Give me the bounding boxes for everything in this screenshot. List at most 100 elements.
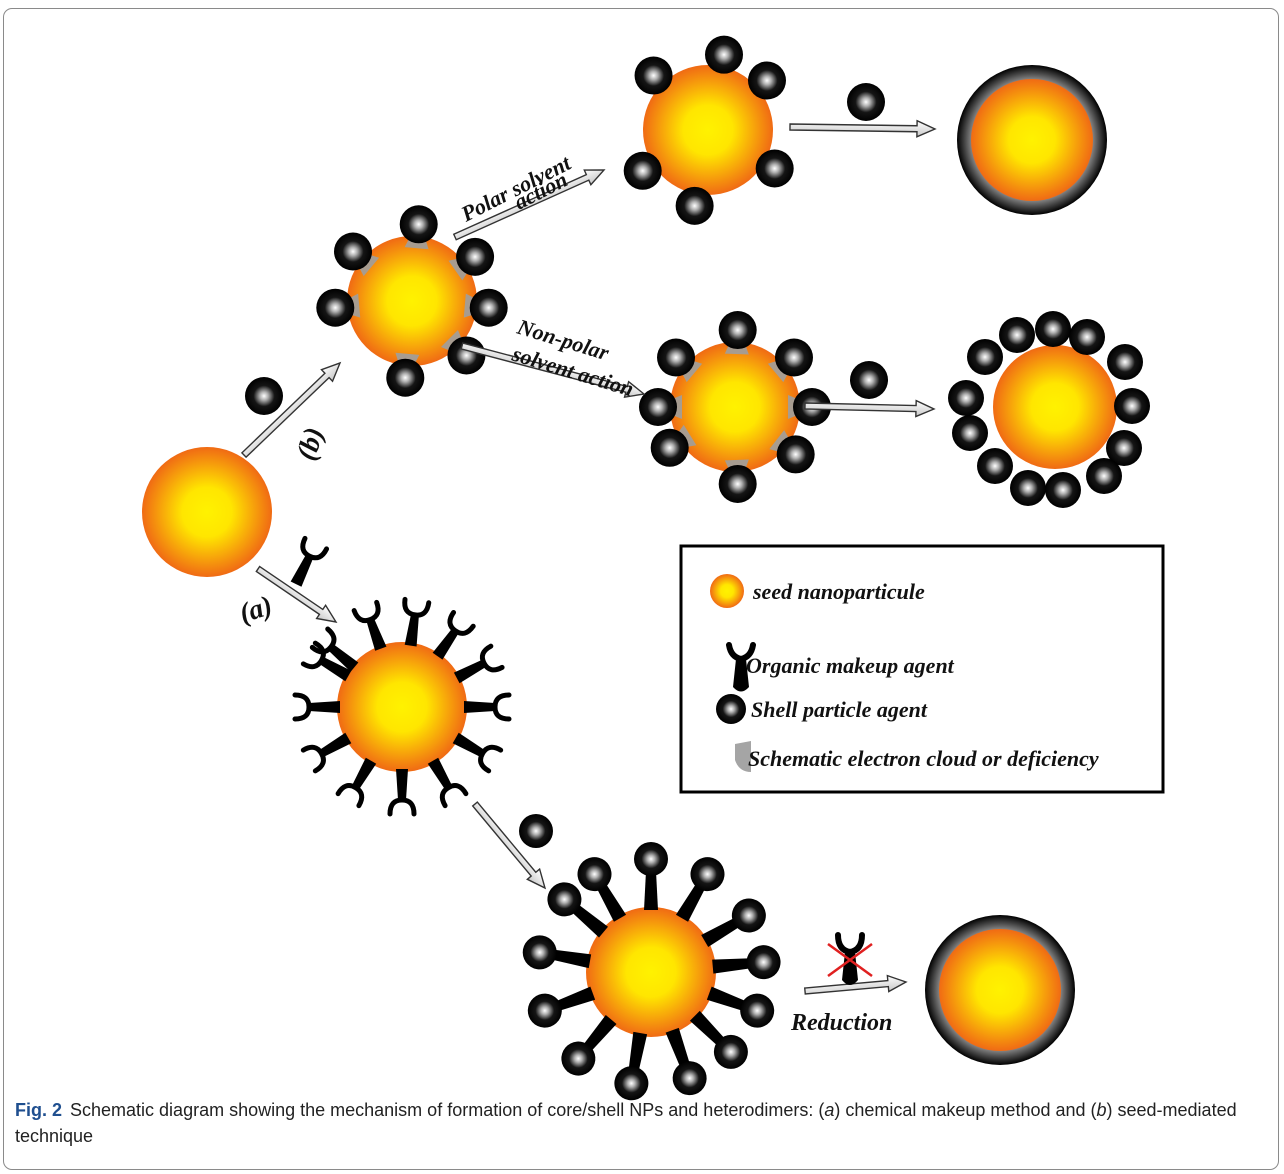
b-intermediate-shell-particle — [456, 237, 495, 276]
capped-seed-core — [337, 642, 467, 772]
shell-particle-reagent — [245, 377, 283, 415]
shell-particle-reagent — [519, 814, 553, 848]
organic-linked-shell — [522, 935, 592, 970]
organic-linked-shell — [527, 986, 596, 1028]
b-intermediate-shell-particle — [386, 358, 425, 397]
figure-frame — [3, 8, 1279, 1170]
organic-linked-shell — [712, 945, 781, 980]
shell-particle-reagent — [850, 361, 888, 399]
label-path-b: (b) — [291, 424, 330, 464]
organic-linked-shell — [689, 1010, 748, 1069]
legend-seed-icon — [710, 574, 744, 608]
organic-agent — [300, 640, 352, 682]
crossed-agent-icon — [827, 932, 873, 985]
dimer-shell-particle — [999, 317, 1035, 353]
caption-a: a — [824, 1100, 835, 1120]
organic-linked-shell — [701, 898, 766, 948]
b-intermediate-shell-particle — [334, 232, 373, 271]
b-intermediate-core — [347, 236, 477, 366]
organic-agent — [335, 757, 377, 809]
polar-intermediate-shell-particle — [755, 149, 794, 188]
nonpolar-intermediate-core — [670, 342, 800, 472]
nonpolar-intermediate-shell-particle — [639, 388, 677, 426]
nonpolar-intermediate-shell-particle — [718, 311, 757, 350]
organic-agent — [432, 609, 476, 660]
polar-intermediate-shell-particle — [675, 186, 714, 225]
dimer-shell-particle — [952, 415, 988, 451]
organic-linked-shell — [614, 1031, 649, 1101]
dimer-shell-particle — [1106, 430, 1142, 466]
arrow-to-capped-seed — [255, 565, 338, 623]
polar-intermediate-core — [643, 65, 773, 195]
label-reduction: Reduction — [790, 1010, 892, 1036]
organic-agent — [453, 643, 505, 684]
caption-figure-number: Fig. 2 — [15, 1100, 63, 1120]
nonpolar-intermediate-shell-particle — [776, 435, 815, 474]
legend-shell-icon — [716, 694, 746, 724]
organic-linked-shell — [634, 842, 668, 910]
dimer-shell-particle — [1010, 470, 1046, 506]
caption-text-1: Schematic diagram showing the mechanism … — [70, 1100, 825, 1120]
b-intermediate-shell-particle — [447, 336, 486, 375]
nonpolar-intermediate-shell-particle — [774, 338, 813, 377]
organic-agent — [309, 626, 359, 672]
dimer-shell-particle — [1114, 388, 1150, 424]
coreshell-core-top — [971, 79, 1093, 201]
nonpolar-intermediate-shell-particle — [718, 464, 757, 503]
shell-particle-reagent — [847, 83, 885, 121]
organic-agent — [300, 732, 352, 774]
dimer-shell-particle — [1035, 311, 1071, 347]
dimer-shell-particle — [1045, 472, 1081, 508]
polar-intermediate-shell-particle — [623, 151, 662, 190]
dimer-shell-particle — [1086, 458, 1122, 494]
organic-linked-shell — [665, 1027, 707, 1096]
organic-agent-reagent — [290, 535, 330, 587]
legend-organic-label: Organic makeup agent — [746, 653, 955, 678]
b-intermediate-shell-particle — [316, 288, 355, 327]
polar-intermediate-shell-particle — [705, 35, 744, 74]
legend-shell-label: Shell particle agent — [751, 697, 928, 722]
legend-cloud-icon — [735, 741, 751, 772]
label-path-a: (a) — [236, 590, 277, 630]
legend-box — [679, 544, 1165, 794]
organic-linked-shell — [675, 857, 725, 922]
dimer-shell-particle — [948, 380, 984, 416]
b-intermediate-shell-particle — [399, 205, 438, 244]
seed-nanoparticle — [142, 447, 272, 577]
nonpolar-intermediate-shell-particle — [650, 428, 689, 467]
dimer-core — [993, 345, 1117, 469]
b-intermediate-shell-particle — [469, 288, 508, 327]
organic-linked-shell — [547, 882, 609, 938]
arrow-nonpolar — [460, 342, 646, 399]
organic-agent — [402, 596, 432, 647]
dimer-shell-particle — [967, 339, 1003, 375]
caption-text-3: ) seed-mediated technique — [15, 1100, 1237, 1146]
organic-agent — [464, 692, 512, 722]
dimer-shell-particle — [1107, 344, 1143, 380]
coreshell-core-bottom — [939, 929, 1061, 1051]
caption-b: b — [1096, 1100, 1107, 1120]
arrow-polar — [452, 169, 606, 241]
organic-agent — [387, 769, 417, 817]
arrow-polar-shell — [789, 119, 937, 138]
arrow-to-linked — [471, 801, 547, 890]
linked-core — [586, 907, 716, 1037]
organic-agent — [292, 692, 340, 722]
polar-intermediate-shell-particle — [747, 61, 786, 100]
polar-intermediate-shell-particle — [634, 56, 673, 95]
arrow-reduction — [803, 974, 908, 995]
legend-organic-icon — [726, 642, 756, 692]
legend-seed-label: seed nanoparticule — [752, 579, 925, 604]
arrow-nonpolar-dimer — [804, 399, 936, 418]
organic-agent — [427, 757, 469, 809]
figure-caption: Fig. 2 Schematic diagram showing the mech… — [15, 1097, 1270, 1149]
nonpolar-intermediate-shell-particle — [657, 338, 696, 377]
dimer-shell-particle — [977, 448, 1013, 484]
legend-cloud-label: Schematic electron cloud or deficiency — [748, 746, 1099, 771]
organic-linked-shell — [706, 986, 775, 1028]
organic-linked-shell — [577, 857, 627, 922]
dimer-shell-particle — [1069, 319, 1105, 355]
organic-linked-shell — [561, 1014, 617, 1076]
organic-agent — [351, 599, 387, 651]
